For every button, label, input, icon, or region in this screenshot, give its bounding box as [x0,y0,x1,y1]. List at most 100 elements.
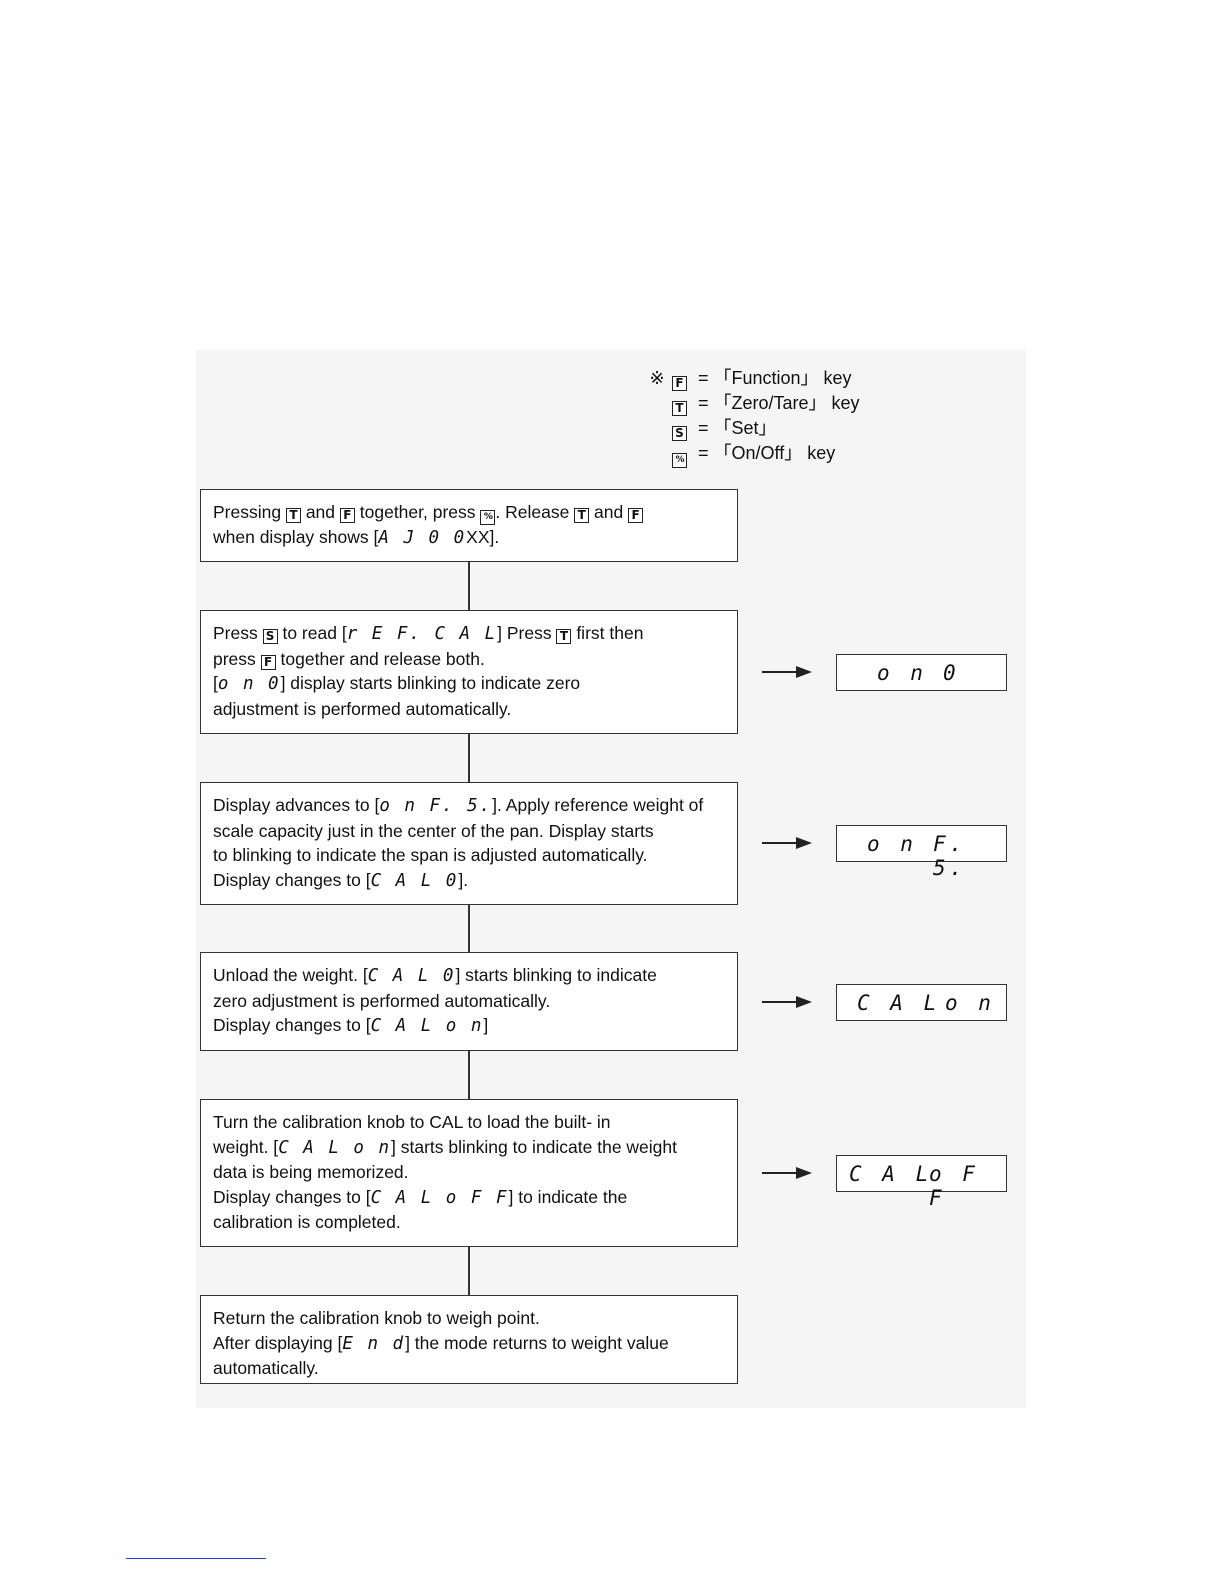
display-right-text: o n [945,991,995,1015]
instruction-text: ]. [458,869,469,890]
step-box-4: Unload the weight. [C A L 0] starts blin… [200,952,738,1051]
step-text-line: data is being memorized. [213,1160,725,1185]
instruction-text: together and release both. [275,648,485,669]
reference-mark: ※ [649,368,665,388]
display-right-text: 0 [943,661,960,685]
step-text-line: automatically. [213,1356,725,1381]
step-text-line: press F together and release both. [213,647,725,672]
zero-tare-key-icon: T [285,508,301,523]
step-text-line: to blinking to indicate the span is adju… [213,843,725,868]
step-text-line: Pressing T and F together, press %. Rele… [213,500,725,525]
on-off-key-icon: % [672,453,687,468]
display-panel-on-fs: o n F. 5. [836,825,1007,880]
legend-label-zero-tare: = 「Zero/Tare」 key [698,393,860,413]
segment-display-text: C A L o n [370,1016,484,1036]
right-arrow-icon [762,666,812,678]
display-right-text: F. 5. [933,832,967,880]
segment-display-text: C A L o F F [370,1187,509,1208]
zero-tare-key-icon: T [672,401,687,416]
set-key-icon: S [672,426,687,441]
legend-row-zero-tare: T = 「Zero/Tare」 key [646,391,946,416]
segment-display-text: A J 0 0 [378,528,467,548]
step-text-line: [o n 0] display starts blinking to indic… [213,671,725,697]
step-box-6: Return the calibration knob to weigh poi… [200,1295,738,1384]
display-panel-on-zero: o n 0 [836,654,1007,691]
step-box-5: Turn the calibration knob to CAL to load… [200,1099,738,1247]
instruction-text: Unload the weight. [ [213,965,368,985]
instruction-text: adjustment is performed automatically. [213,698,512,719]
legend-label-function: = 「Function」 key [698,368,852,388]
step-box-3: Display advances to [o n F. 5.]. Apply r… [200,782,738,905]
instruction-text: to read [ [277,623,347,643]
step-text-line: when display shows [A J 0 0XX]. [213,525,725,551]
set-key-icon: S [262,629,278,644]
legend-row-function: ※ F = 「Function」 key [646,366,946,391]
instruction-text: together, press [354,502,481,522]
on-off-key-icon: % [480,510,496,525]
function-key-icon: F [628,508,644,523]
flow-connector [468,734,470,782]
legend-label-on-off: = 「On/Off」 key [698,443,836,463]
function-key-icon: F [672,376,687,391]
instruction-text: press [213,648,261,669]
instruction-text: . Release [495,502,575,522]
display-panel-cal-on: C A L o n [836,984,1007,1021]
right-arrow-icon [762,996,812,1008]
flow-connector [468,1051,470,1099]
instruction-text: automatically. [213,1358,319,1378]
instruction-text: Display advances to [ [213,795,380,815]
instruction-text: Press [213,623,263,643]
instruction-text: Display changes to [ [213,1015,371,1035]
function-key-icon: F [339,508,355,523]
instruction-text: scale capacity just in the center of the… [213,820,654,841]
zero-tare-key-icon: T [574,508,590,523]
instruction-text: Pressing [213,502,286,522]
segment-display-text: C A L 0 [370,870,459,891]
flow-connector [468,1247,470,1295]
step-box-2: Press S to read [r E F. C A L] Press T f… [200,610,738,734]
step-text-line: Press S to read [r E F. C A L] Press T f… [213,621,725,647]
display-left-text: o n [867,832,917,856]
step-box-1: Pressing T and F together, press %. Rele… [200,489,738,562]
segment-display-text: C A L o n [278,1137,392,1158]
key-legend: ※ F = 「Function」 key T = 「Zero/Tare」 key… [646,366,946,468]
zero-tare-key-icon: T [556,629,572,644]
instruction-text: ] starts blinking to indicate the weight [391,1136,678,1157]
flow-connector [468,562,470,610]
right-arrow-icon [762,837,812,849]
instruction-text: ] to indicate the [508,1186,628,1207]
instruction-text: Display changes to [ [213,869,371,890]
step-text-line: Display changes to [C A L o n] [213,1013,725,1039]
step-text-line: zero adjustment is performed automatical… [213,989,725,1014]
instruction-text: calibration is completed. [213,1212,401,1232]
instruction-text: ] display starts blinking to indicate ze… [280,673,581,693]
instruction-text: [ [213,673,218,693]
segment-display-text: o n 0 [217,674,281,694]
instruction-text: when display shows [ [213,527,379,547]
step-text-line: Display advances to [o n F. 5.]. Apply r… [213,793,725,819]
footer-link-underline [126,1558,266,1559]
instruction-text: After displaying [ [213,1332,343,1353]
step-text-line: After displaying [E n d] the mode return… [213,1331,725,1357]
instruction-text: XX]. [466,527,500,547]
segment-display-text: C A L 0 [367,966,456,986]
step-text-line: Display changes to [C A L o F F] to indi… [213,1185,725,1211]
segment-display-text: E n d [342,1333,406,1354]
segment-display-text: r E F. C A L [346,624,498,644]
instruction-text: Turn the calibration knob to CAL to load… [213,1112,611,1132]
instruction-text: ]. Apply reference weight of [492,795,704,815]
flow-connector [468,905,470,952]
step-text-line: Turn the calibration knob to CAL to load… [213,1110,725,1135]
display-panel-cal-off: C A L o F F [836,1155,1007,1210]
instruction-text: Return the calibration knob to weigh poi… [213,1308,540,1328]
legend-row-set: S = 「Set」 [646,416,946,441]
instruction-text: ] the mode returns to weight value [405,1332,669,1353]
display-right-text: o F F [929,1162,979,1210]
legend-row-on-off: % = 「On/Off」 key [646,441,946,468]
display-left-text: o n [877,661,927,685]
step-text-line: adjustment is performed automatically. [213,697,725,722]
display-left-text: C A L [849,1162,933,1186]
legend-label-set: = 「Set」 [698,418,777,438]
step-text-line: Display changes to [C A L 0]. [213,868,725,894]
function-key-icon: F [260,654,276,670]
